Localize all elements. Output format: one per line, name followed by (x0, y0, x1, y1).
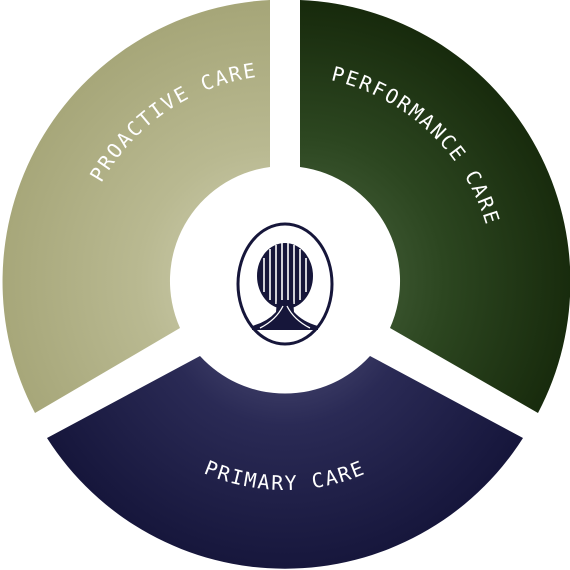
tree-emblem-icon (236, 222, 334, 346)
segment-proactive-care (2, 0, 271, 413)
segment-performance-care (300, 0, 570, 413)
segment-primary-care (47, 356, 523, 569)
